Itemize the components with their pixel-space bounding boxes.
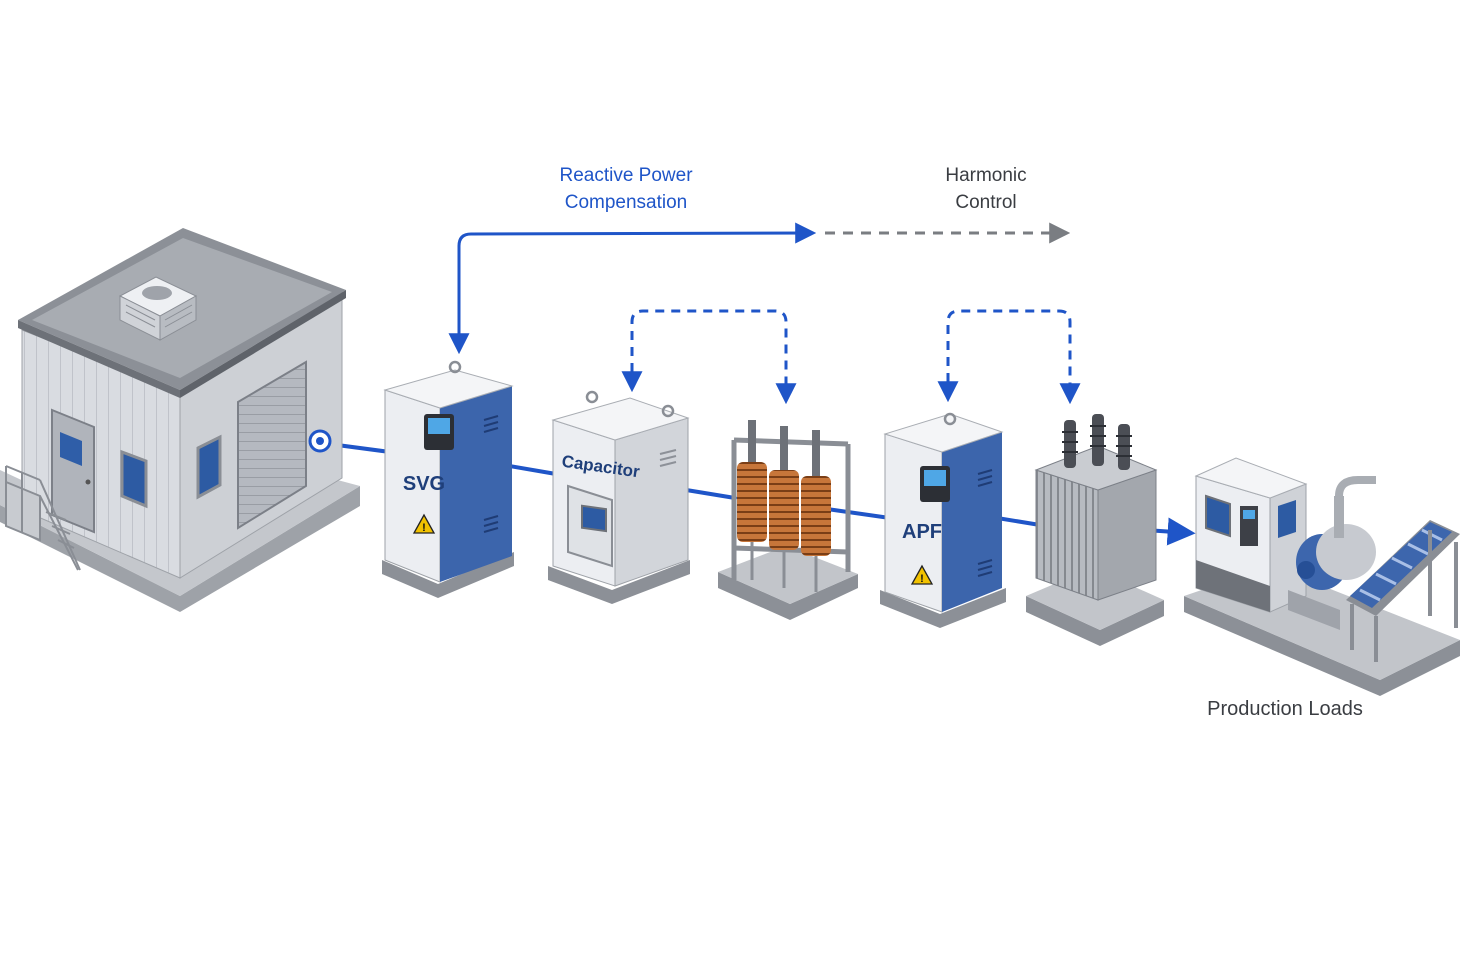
building-rollup-door [237,360,307,530]
reactor-coils [718,420,858,620]
production-loads [1184,457,1460,696]
reactor-coil-1 [737,462,767,542]
apf-cabinet-label: APF [902,521,942,543]
line-reactor-to-apf [818,506,892,520]
building-window-1 [120,449,148,509]
svg-text:!: ! [920,573,924,585]
conveyor [1346,520,1460,662]
capacitor-reactor-loop-arrow [621,309,797,405]
reactor-coil-3 [801,476,831,556]
display-screen-icon [424,414,454,450]
reactor-coil-2 [769,470,799,550]
reactive-power-arrow [448,222,817,355]
warning-icon: ! [412,513,436,534]
reactive-power-label-line1: Reactive Power [559,165,693,186]
svg-cabinet: SVG ! [382,360,514,598]
display-screen-icon [920,466,950,502]
reactive-power-label-line2: Compensation [565,192,688,213]
svg-text:!: ! [422,522,426,534]
apf-transformer-loop-arrow [937,309,1081,405]
building-window-2 [196,434,222,500]
transformer [1026,414,1164,646]
production-loads-label: Production Loads [1207,698,1363,720]
building-door [51,408,95,534]
building-stairs [5,465,81,571]
substation-building [0,228,360,612]
warning-icon: ! [910,564,934,585]
svg-cabinet-label: SVG [403,473,445,495]
capacitor-cabinet: Capacitor [548,390,690,604]
motor-pump [1288,476,1376,630]
connection-node-icon [308,429,332,453]
harmonic-control-label-line1: Harmonic [945,165,1026,186]
rooftop-fan-icon [118,276,198,341]
building-base [0,486,360,612]
apf-cabinet: APF ! [880,412,1006,628]
harmonic-control-label-line2: Control [955,192,1016,213]
